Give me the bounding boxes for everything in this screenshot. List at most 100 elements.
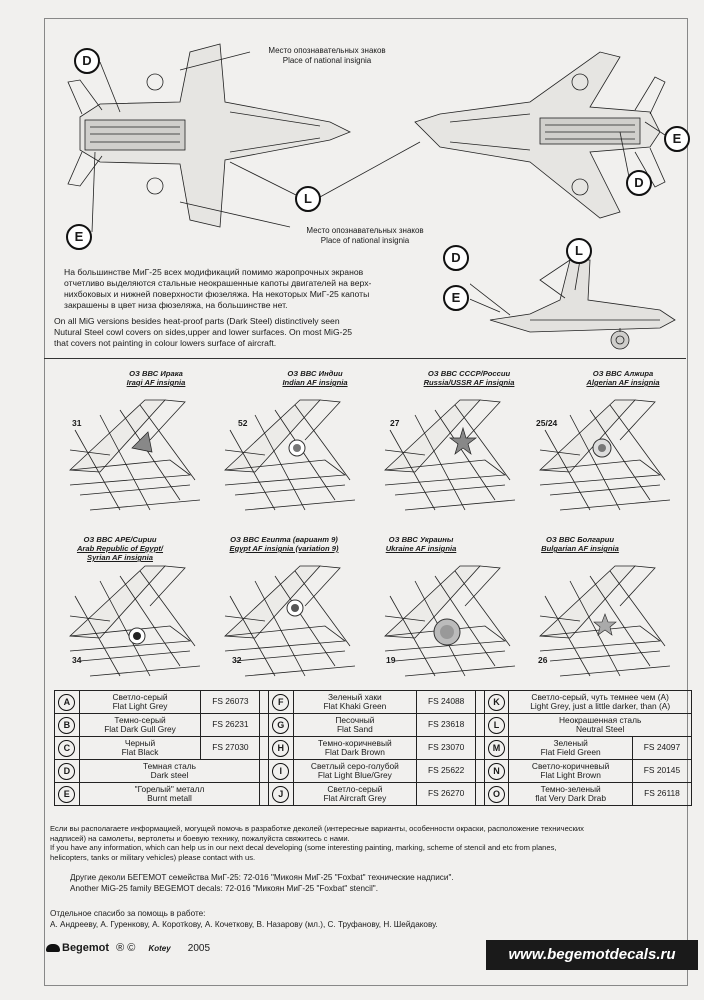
begemot-logo: Begemot ® © Kotey 2005: [46, 942, 210, 954]
tail-number: 25/24: [536, 418, 558, 428]
color-code-cell: D: [54, 759, 80, 783]
insignia-place-label-bottom: Место опознавательных знаков Place of na…: [290, 226, 440, 246]
fs-code: FS 23070: [416, 736, 477, 760]
callout-l-side: L: [566, 238, 592, 264]
contact-info: Если вы располагаете информацией, могуще…: [50, 824, 690, 862]
column-gap: [475, 713, 485, 737]
callout-e-left: E: [66, 224, 92, 250]
fs-code: FS 26118: [631, 782, 693, 806]
related-decals-ru: Другие деколи БЕГЕМОТ семейства МиГ-25: …: [70, 873, 454, 882]
contact-en-line1: If you have any information, which can h…: [50, 843, 557, 852]
fs-code: FS 20145: [631, 759, 693, 783]
callout-d-side: D: [443, 245, 469, 271]
color-name-en: Neutral Steel: [575, 724, 625, 734]
color-code-cell: L: [483, 713, 510, 737]
insignia-ru: ОЗ ВВС Украины: [388, 535, 454, 544]
insignia-ru: ОЗ ВВС АРЕ/Сирии: [83, 535, 157, 544]
note-en-line: that covers not painting in colour lower…: [54, 338, 277, 348]
insignia-ru: ОЗ ВВС Индии: [287, 369, 343, 378]
color-name-ru: Черный: [124, 737, 156, 748]
thanks-names: А. Андрееву, А. Гуренкову, А. Коротkову,…: [50, 920, 438, 929]
color-name-en: Flat Light Grey: [112, 701, 168, 711]
color-name-ru: Светло-серый: [327, 783, 383, 794]
related-decals: Другие деколи БЕГЕМОТ семейства МиГ-25: …: [70, 872, 690, 894]
insignia-en: Ukraine AF insignia: [385, 544, 457, 553]
color-code-cell: G: [267, 713, 294, 737]
tail-number: 32: [232, 655, 242, 665]
fs-code: FS 26231: [200, 713, 261, 737]
color-code-cell: N: [483, 759, 510, 783]
section-divider: [44, 358, 686, 359]
fs-code: FS 26270: [416, 782, 477, 806]
fs-code: FS 26073: [200, 690, 261, 714]
color-name-ru: Неокрашенная сталь: [559, 714, 642, 725]
bulgaria-insignia-icon: [593, 613, 617, 636]
insignia-en: Bulgarian AF insignia: [541, 544, 619, 553]
insignia-caption-egypt-var9: ОЗ ВВС Египта (вариант 9)Egypt AF insign…: [214, 535, 354, 553]
fs-code: FS 24097: [631, 736, 693, 760]
insignia-ru: ОЗ ВВС Египта (вариант 9): [230, 535, 338, 544]
insignia-en: Algerian AF insignia: [586, 378, 660, 387]
color-code-letter: B: [58, 716, 76, 734]
color-name-ru: Темно-зеленый: [540, 783, 601, 794]
color-code-letter: F: [272, 693, 290, 711]
color-code-cell: C: [54, 736, 80, 760]
color-name-en: Flat Field Green: [540, 747, 601, 757]
insignia-ru: ОЗ ВВС Болгарии: [545, 535, 615, 544]
color-code-cell: M: [483, 736, 510, 760]
color-name-ru: Светло-серый, чуть темнее чем (A): [531, 691, 669, 702]
fs-code: FS 25622: [416, 759, 477, 783]
sheet-border: [44, 18, 688, 986]
note-ru-line: нихбоковых и нижней поверхности фюзеляжа…: [64, 289, 370, 299]
insignia-place-en-bottom: Place of national insignia: [320, 236, 410, 245]
color-name-cell: Светло-серый, чуть темнее чем (A)Light G…: [508, 690, 692, 714]
fs-code: FS 23618: [416, 713, 477, 737]
color-code-letter: D: [58, 762, 76, 780]
color-name-en: Flat Light Brown: [540, 770, 601, 780]
acknowledgements: Отдельное спасибо за помощь в работе: А.…: [50, 908, 690, 930]
color-name-en: Dark steel: [150, 770, 189, 780]
color-name-ru: Светло-серый: [112, 691, 168, 702]
color-name-en: Flat Sand: [336, 724, 373, 734]
website-link[interactable]: www.begemotdecals.ru: [486, 940, 698, 970]
color-code-letter: I: [272, 762, 290, 780]
color-code-letter: E: [58, 785, 76, 803]
column-gap: [259, 782, 269, 806]
color-code-cell: H: [267, 736, 294, 760]
color-code-cell: A: [54, 690, 80, 714]
insignia-en: Iraqi AF insignia: [126, 378, 186, 387]
color-code-cell: B: [54, 713, 80, 737]
tail-number: 19: [386, 655, 396, 665]
color-code-letter: N: [488, 762, 505, 780]
color-code-cell: E: [54, 782, 80, 806]
insignia-en: Egypt AF insignia (variation 9): [229, 544, 339, 553]
insignia-place-ru-bottom: Место опознавательных знаков: [306, 226, 424, 235]
callout-e-right: E: [664, 126, 690, 152]
column-gap: [259, 690, 269, 714]
thanks-title: Отдельное спасибо за помощь в работе:: [50, 909, 206, 918]
color-code-cell: K: [483, 690, 510, 714]
color-name-ru: Светлый серо-голубой: [310, 760, 399, 771]
color-name-en: Flat Light Blue/Grey: [317, 770, 392, 780]
fs-code: FS 24088: [416, 690, 477, 714]
color-code-letter: H: [272, 739, 290, 757]
color-code-letter: J: [272, 785, 290, 803]
